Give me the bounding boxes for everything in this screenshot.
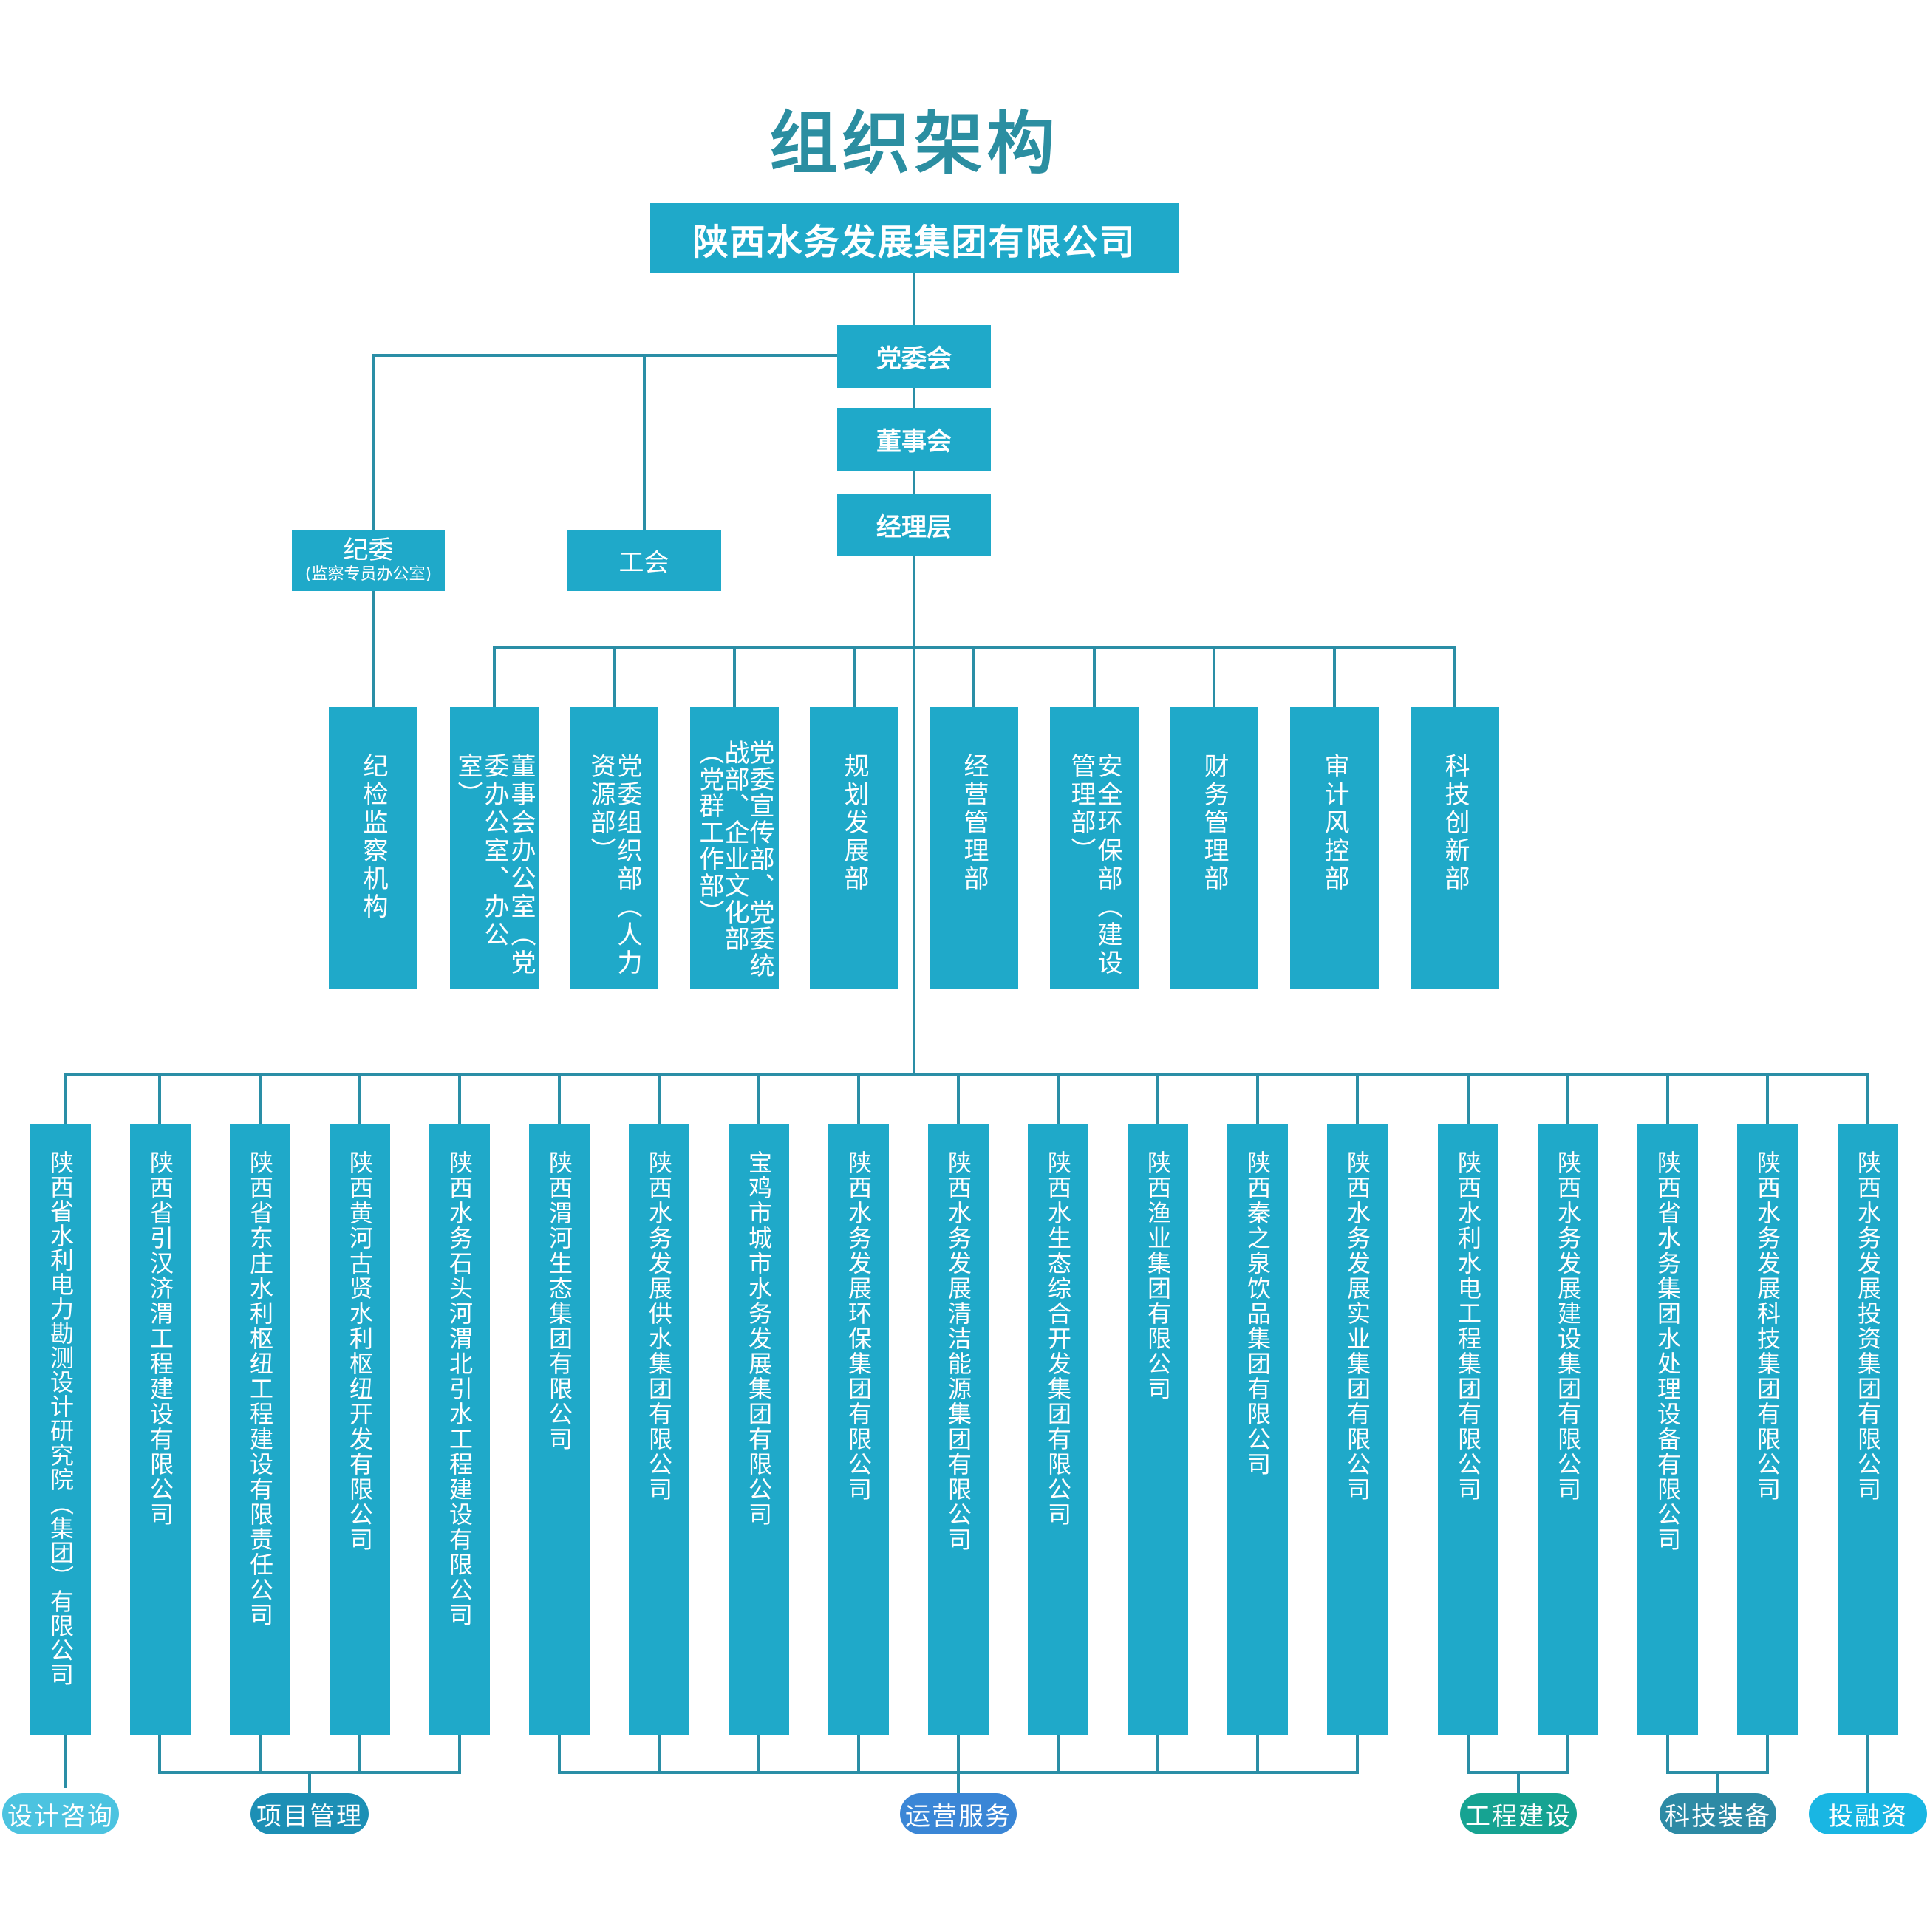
subsidiary-box: 陕西水务发展建设集团有限公司 [1538,1124,1598,1735]
subsidiary-box: 陕西水务发展供水集团有限公司 [629,1124,689,1735]
department-label: 党委组织部（人力资源部） [586,753,642,977]
department-box: 安全环保部（建设管理部） [1050,707,1139,989]
department-label: 安全环保部（建设管理部） [1066,753,1122,977]
department-box: 经营管理部 [930,707,1018,989]
subsidiary-box: 陕西省引汉济渭工程建设有限公司 [130,1124,191,1735]
subsidiary-box: 陕西水务发展实业集团有限公司 [1327,1124,1388,1735]
department-label: 董事会办公室（党委办公室、办公室） [453,753,536,977]
subsidiary-box: 陕西省水务集团水处理设备有限公司 [1637,1124,1698,1735]
subsidiary-box: 陕西水务发展环保集团有限公司 [828,1124,889,1735]
subsidiary-label: 陕西省水利电力勘测设计研究院（集团）有限公司 [47,1150,75,1687]
department-box: 财务管理部 [1170,707,1258,989]
subsidiary-box: 陕西水生态综合开发集团有限公司 [1028,1124,1088,1735]
subsidiary-label: 陕西黄河古贤水利枢纽开发有限公司 [346,1150,374,1552]
department-box: 科技创新部 [1411,707,1499,989]
department-box: 党委组织部（人力资源部） [570,707,658,989]
subsidiary-label: 陕西水务石头河渭北引水工程建设有限公司 [446,1150,474,1628]
subsidiary-box: 陕西渔业集团有限公司 [1128,1124,1188,1735]
subsidiary-box: 陕西省东庄水利枢纽工程建设有限责任公司 [230,1124,290,1735]
department-label: 科技创新部 [1440,753,1470,893]
department-box: 规划发展部 [810,707,898,989]
segment-tag-engineering: 工程建设 [1460,1793,1577,1834]
subsidiary-box: 宝鸡市城市水务发展集团有限公司 [729,1124,789,1735]
discipline-committee-label: 纪委 [343,535,394,565]
subsidiary-label: 陕西水务发展环保集团有限公司 [845,1150,873,1502]
department-label: 经营管理部 [959,753,989,893]
discipline-committee-box: 纪委 (监察专员办公室) [292,530,445,591]
board-box: 董事会 [837,408,991,471]
department-box: 党委宣传部、党委统战部、企业文化部（党群工作部） [690,707,779,989]
subsidiary-box: 陕西渭河生态集团有限公司 [529,1124,590,1735]
subsidiary-box: 陕西水务石头河渭北引水工程建设有限公司 [429,1124,490,1735]
subsidiary-label: 陕西水务发展供水集团有限公司 [645,1150,673,1502]
segment-tag-project-management: 项目管理 [250,1793,369,1834]
subsidiary-label: 陕西秦之泉饮品集团有限公司 [1244,1150,1272,1477]
subsidiary-label: 陕西水务发展清洁能源集团有限公司 [944,1150,972,1552]
subsidiary-label: 陕西水务发展科技集团有限公司 [1753,1150,1781,1502]
department-box: 董事会办公室（党委办公室、办公室） [450,707,539,989]
segment-tag-design: 设计咨询 [2,1793,119,1834]
page-title: 组织架构 [769,104,1060,183]
company-box: 陕西水务发展集团有限公司 [650,203,1179,273]
subsidiary-label: 陕西水利水电工程集团有限公司 [1454,1150,1482,1502]
department-label: 纪检监察机构 [358,753,388,921]
department-label: 规划发展部 [839,753,869,893]
department-box: 纪检监察机构 [329,707,417,989]
discipline-committee-sublabel: (监察专员办公室) [304,564,432,584]
department-label: 审计风控部 [1320,753,1349,893]
subsidiary-label: 陕西水务发展实业集团有限公司 [1343,1150,1371,1502]
department-label: 党委宣传部、党委统战部、企业文化部（党群工作部） [695,740,774,979]
segment-tag-tech-equipment: 科技装备 [1660,1793,1776,1834]
subsidiary-box: 陕西黄河古贤水利枢纽开发有限公司 [330,1124,390,1735]
subsidiary-label: 陕西水生态综合开发集团有限公司 [1044,1150,1072,1527]
labor-union-box: 工会 [567,530,721,591]
subsidiary-label: 陕西省水务集团水处理设备有限公司 [1654,1150,1682,1552]
subsidiary-label: 陕西水务发展投资集团有限公司 [1854,1150,1882,1502]
subsidiary-label: 陕西省引汉济渭工程建设有限公司 [146,1150,174,1527]
subsidiary-box: 陕西水务发展投资集团有限公司 [1838,1124,1898,1735]
subsidiary-label: 陕西省东庄水利枢纽工程建设有限责任公司 [246,1150,274,1628]
subsidiary-box: 陕西省水利电力勘测设计研究院（集团）有限公司 [30,1124,91,1735]
segment-tag-investment: 投融资 [1809,1793,1927,1834]
subsidiary-box: 陕西秦之泉饮品集团有限公司 [1227,1124,1288,1735]
subsidiary-box: 陕西水利水电工程集团有限公司 [1438,1124,1498,1735]
subsidiary-label: 宝鸡市城市水务发展集团有限公司 [745,1150,773,1527]
management-box: 经理层 [837,494,991,556]
subsidiary-label: 陕西水务发展建设集团有限公司 [1554,1150,1582,1502]
department-box: 审计风控部 [1290,707,1379,989]
subsidiary-box: 陕西水务发展科技集团有限公司 [1737,1124,1798,1735]
segment-tag-operations: 运营服务 [900,1793,1017,1834]
subsidiary-box: 陕西水务发展清洁能源集团有限公司 [928,1124,989,1735]
party-committee-box: 党委会 [837,325,991,388]
subsidiary-label: 陕西渔业集团有限公司 [1144,1150,1172,1402]
subsidiary-label: 陕西渭河生态集团有限公司 [545,1150,573,1452]
department-label: 财务管理部 [1199,753,1229,893]
